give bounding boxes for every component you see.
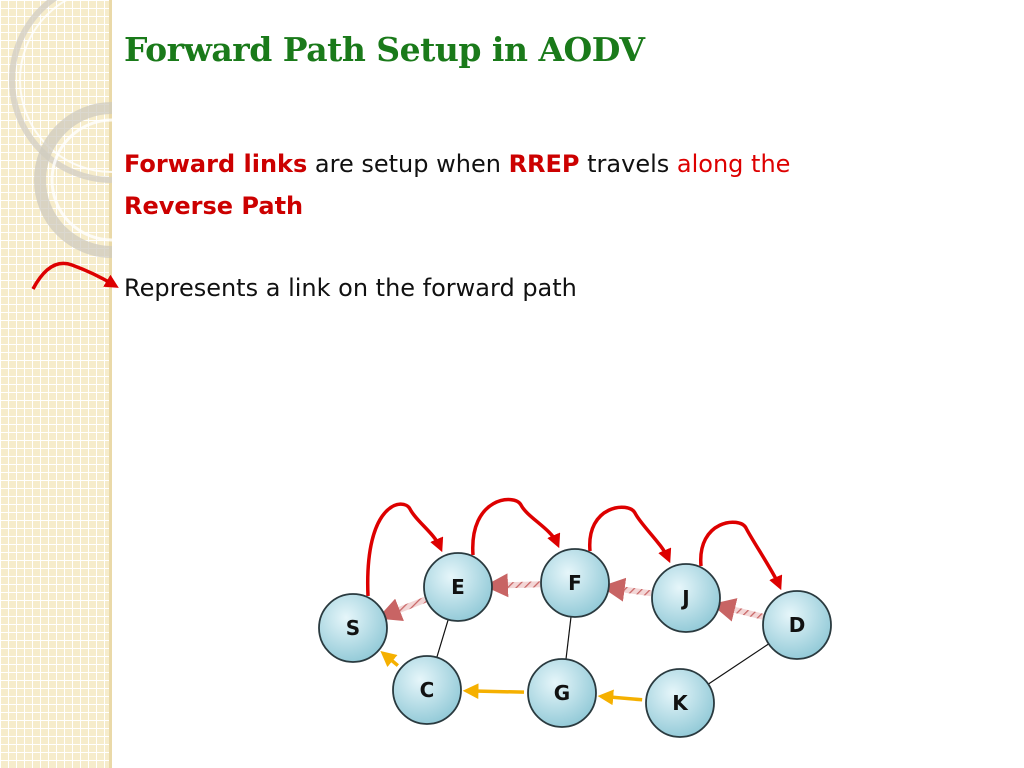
node-s: S — [318, 593, 388, 663]
sidebar-decoration — [0, 0, 112, 768]
forward-links-term: Forward links — [124, 150, 308, 178]
text-are-setup-when: are setup when — [307, 150, 509, 178]
reverse-path-term: Reverse Path — [124, 192, 304, 220]
link-forward-j-d — [699, 520, 783, 591]
node-c-circle — [392, 655, 462, 725]
legend-forward-arrow-icon — [31, 261, 119, 290]
text-travels: travels — [579, 150, 677, 178]
node-d-label: D — [789, 613, 806, 637]
node-k-circle — [645, 668, 715, 738]
rrep-term: RREP — [508, 150, 580, 178]
node-g-label: G — [554, 681, 570, 705]
node-c-label: C — [420, 678, 435, 702]
description-line-1: Forward links are setup when RREP travel… — [124, 150, 790, 178]
node-k: K — [645, 668, 715, 738]
node-e-label: E — [451, 575, 465, 599]
link-forward-e-f — [471, 497, 561, 556]
node-e-circle — [423, 552, 493, 622]
link-plain-e-c — [436, 619, 449, 658]
node-d-circle — [762, 590, 832, 660]
node-j-label: J — [680, 586, 689, 610]
link-reverse-j-f — [600, 577, 652, 602]
link-reverse-d-j — [711, 598, 764, 622]
node-f: F — [540, 548, 610, 618]
link-reverse-f-e — [483, 573, 541, 598]
link-plain-k-d — [707, 643, 770, 685]
page-title: Forward Path Setup in AODV — [124, 30, 645, 69]
node-k-label: K — [672, 691, 689, 715]
node-j: J — [651, 563, 721, 633]
node-d: D — [762, 590, 832, 660]
link-rreq-k-g — [597, 689, 643, 706]
node-s-circle — [318, 593, 388, 663]
node-f-label: F — [568, 571, 582, 595]
link-plain-f-g — [565, 616, 572, 660]
link-forward-s-e — [366, 502, 444, 597]
node-s-label: S — [346, 616, 360, 640]
link-rreq-c-s — [380, 650, 399, 668]
node-g-circle — [527, 658, 597, 728]
text-along-the: along the — [676, 150, 791, 178]
link-forward-f-j — [588, 505, 672, 564]
legend-text: Represents a link on the forward path — [124, 274, 577, 302]
node-j-circle — [651, 563, 721, 633]
link-reverse-e-s — [377, 596, 427, 621]
node-g: G — [527, 658, 597, 728]
node-c: C — [392, 655, 462, 725]
node-f-circle — [540, 548, 610, 618]
description-line-2: Reverse Path — [124, 192, 303, 220]
decorative-rings — [9, 0, 112, 258]
node-e: E — [423, 552, 493, 622]
link-rreq-g-c — [462, 683, 525, 700]
